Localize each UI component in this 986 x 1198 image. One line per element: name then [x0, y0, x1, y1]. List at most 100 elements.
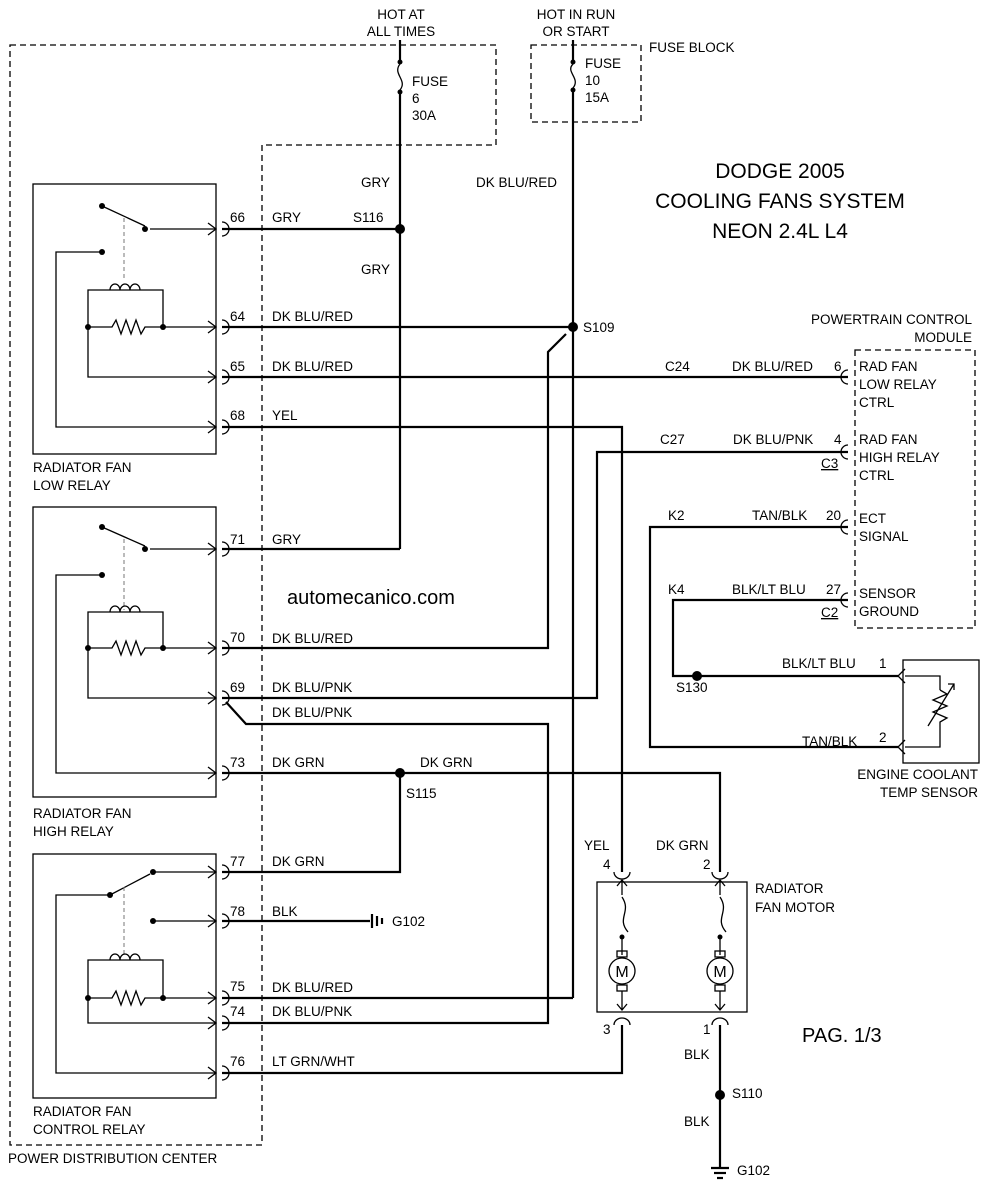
svg-text:DK GRN: DK GRN: [420, 755, 473, 770]
svg-text:DK BLU/RED: DK BLU/RED: [476, 175, 557, 190]
wire-tan-blk: K2 TAN/BLK TAN/BLK: [648, 508, 898, 749]
svg-text:LOW RELAY: LOW RELAY: [33, 478, 111, 493]
svg-text:CONTROL RELAY: CONTROL RELAY: [33, 1122, 146, 1137]
svg-text:ECT: ECT: [859, 511, 886, 526]
svg-text:6: 6: [834, 359, 842, 374]
svg-text:BLK: BLK: [272, 904, 298, 919]
svg-text:RADIATOR FAN: RADIATOR FAN: [33, 1104, 132, 1119]
diagram-title: DODGE 2005 COOLING FANS SYSTEM NEON 2.4L…: [655, 160, 905, 243]
hot-at-all-times-line-2: ALL TIMES: [367, 24, 435, 39]
pdc-pin-numbers: 66 64 65 68 71 70 69 73 77 78 75 74 76: [230, 210, 246, 1069]
svg-text:DK BLU/RED: DK BLU/RED: [272, 980, 353, 995]
svg-text:75: 75: [230, 979, 245, 994]
wire-lt-grn-wht: LT GRN/WHT: [222, 1025, 624, 1075]
hot-in-run-line-2: OR START: [542, 24, 609, 39]
svg-text:64: 64: [230, 309, 246, 324]
svg-text:RADIATOR: RADIATOR: [755, 881, 824, 896]
svg-text:GRY: GRY: [272, 210, 301, 225]
svg-text:DK BLU/PNK: DK BLU/PNK: [733, 432, 813, 447]
svg-text:27: 27: [826, 582, 841, 597]
svg-text:SENSOR: SENSOR: [859, 586, 916, 601]
svg-text:69: 69: [230, 680, 245, 695]
ground-g102-motor: G102: [737, 1163, 770, 1178]
wire-yel: YEL YEL: [222, 408, 624, 872]
connector-socket: [221, 990, 230, 1006]
svg-text:65: 65: [230, 359, 245, 374]
svg-text:K4: K4: [668, 582, 685, 597]
fuse-10: FUSE 10 15A: [570, 40, 621, 105]
wire-blk-g102-motor: BLK BLK S110 G102: [684, 1025, 770, 1180]
svg-text:4: 4: [834, 432, 842, 447]
radiator-fan-low-relay: RADIATOR FAN LOW RELAY: [32, 183, 217, 493]
svg-text:BLK: BLK: [684, 1114, 710, 1129]
pdc-connectors: [207, 221, 230, 1081]
watermark: automecanico.com: [287, 587, 455, 609]
connector-c2: C2: [821, 605, 838, 620]
wire-gry: GRY GRY GRY GRY S116: [222, 94, 405, 551]
svg-text:DK BLU/RED: DK BLU/RED: [272, 631, 353, 646]
svg-text:LOW RELAY: LOW RELAY: [859, 377, 937, 392]
ground-g102-pdc: G102: [392, 914, 425, 929]
fuse-block-label: FUSE BLOCK: [649, 40, 735, 55]
svg-text:1: 1: [703, 1022, 711, 1037]
svg-text:2: 2: [703, 857, 711, 872]
svg-text:DK BLU/RED: DK BLU/RED: [272, 359, 353, 374]
wire-dk-blu-pnk-jumper: DK BLU/PNK DK BLU/PNK: [222, 701, 550, 1025]
wire-dk-grn: DK GRN DK GRN DK GRN DK GRN S115: [222, 755, 722, 874]
connector-socket: [221, 319, 230, 335]
svg-text:RADIATOR FAN: RADIATOR FAN: [33, 806, 132, 821]
svg-text:RAD FAN: RAD FAN: [859, 359, 918, 374]
wire-low-relay-ctrl: DK BLU/RED C24 DK BLU/RED: [222, 359, 848, 379]
svg-text:GRY: GRY: [361, 175, 390, 190]
page-number: PAG. 1/3: [802, 1025, 882, 1047]
fuse-6: FUSE 6 30A: [397, 40, 448, 123]
title-line-3: NEON 2.4L L4: [712, 220, 848, 243]
wire-blk-lt-blu: K4 BLK/LT BLU BLK/LT BLU S130: [668, 582, 898, 695]
svg-text:YEL: YEL: [272, 408, 298, 423]
svg-text:BLK/LT BLU: BLK/LT BLU: [782, 656, 856, 671]
splice-s110: S110: [732, 1086, 763, 1101]
pdc-outline: [9, 44, 497, 1146]
splice-s115: S115: [406, 786, 437, 801]
svg-text:71: 71: [230, 532, 245, 547]
svg-text:68: 68: [230, 408, 245, 423]
svg-text:YEL: YEL: [584, 838, 610, 853]
svg-text:DK GRN: DK GRN: [272, 755, 325, 770]
svg-text:TAN/BLK: TAN/BLK: [802, 734, 857, 749]
svg-text:RAD FAN: RAD FAN: [859, 432, 918, 447]
title-line-2: COOLING FANS SYSTEM: [655, 190, 905, 213]
svg-text:77: 77: [230, 854, 245, 869]
radiator-fan-control-relay: RADIATOR FAN CONTROL RELAY: [32, 853, 217, 1137]
svg-text:2: 2: [879, 730, 887, 745]
hot-in-run-line-1: HOT IN RUN: [537, 7, 616, 22]
svg-text:K2: K2: [668, 508, 685, 523]
svg-text:DK BLU/RED: DK BLU/RED: [272, 309, 353, 324]
svg-text:DK BLU/RED: DK BLU/RED: [732, 359, 813, 374]
svg-text:6: 6: [412, 91, 420, 106]
svg-text:HIGH RELAY: HIGH RELAY: [33, 824, 114, 839]
svg-text:TAN/BLK: TAN/BLK: [752, 508, 807, 523]
svg-text:SIGNAL: SIGNAL: [859, 529, 909, 544]
splice-s109: S109: [583, 320, 615, 335]
svg-text:POWERTRAIN CONTROL: POWERTRAIN CONTROL: [811, 312, 973, 327]
svg-text:1: 1: [879, 656, 887, 671]
svg-text:BLK/LT BLU: BLK/LT BLU: [732, 582, 806, 597]
powertrain-control-module: POWERTRAIN CONTROL MODULE 6 4 20 27 RAD …: [811, 312, 976, 629]
wire-dk-blu-red-feed: DK BLU/RED DK BLU/RED DK BLU/RED DK BLU/…: [222, 92, 615, 1000]
svg-text:GRY: GRY: [272, 532, 301, 547]
svg-text:LT GRN/WHT: LT GRN/WHT: [272, 1054, 355, 1069]
radiator-fan-motor: RADIATOR FAN MOTOR 4 2 3 1 M M: [596, 857, 835, 1037]
svg-text:RADIATOR FAN: RADIATOR FAN: [33, 460, 132, 475]
svg-text:TEMP SENSOR: TEMP SENSOR: [880, 785, 978, 800]
svg-text:3: 3: [603, 1022, 611, 1037]
svg-text:DK GRN: DK GRN: [272, 854, 325, 869]
splice-s116: S116: [353, 210, 384, 225]
connector-socket: [221, 640, 230, 656]
title-line-1: DODGE 2005: [715, 160, 845, 183]
svg-text:CTRL: CTRL: [859, 395, 895, 410]
svg-text:FUSE: FUSE: [412, 74, 448, 89]
wire-blk-g102-pdc: BLK G102: [222, 904, 425, 929]
svg-text:DK GRN: DK GRN: [656, 838, 709, 853]
svg-text:GROUND: GROUND: [859, 604, 919, 619]
svg-text:4: 4: [603, 857, 611, 872]
